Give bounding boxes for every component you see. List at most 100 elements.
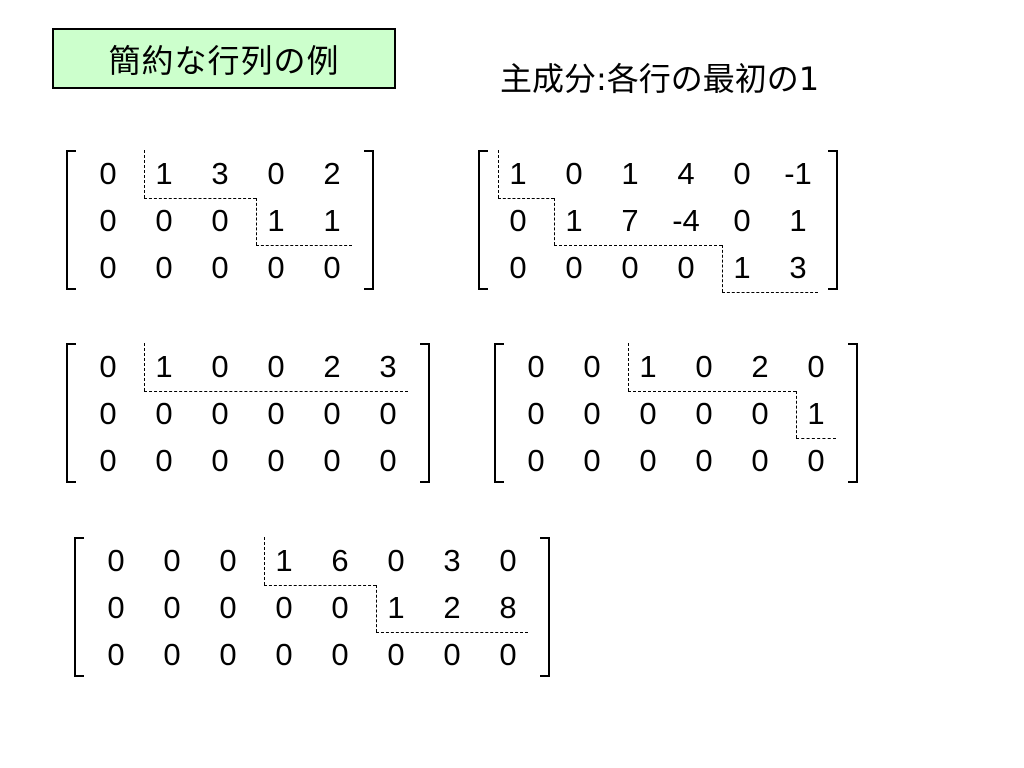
pivot-stair-horizontal bbox=[256, 245, 352, 246]
bracket-right bbox=[828, 150, 838, 290]
matrix-cell: 0 bbox=[219, 590, 237, 625]
matrix-cell: 0 bbox=[267, 443, 285, 478]
matrix-cell: 0 bbox=[443, 637, 461, 672]
matrix-cell: 0 bbox=[267, 156, 285, 191]
matrix-cell: 0 bbox=[387, 543, 405, 578]
matrix-cell: 1 bbox=[733, 250, 751, 285]
bracket-right bbox=[848, 343, 858, 483]
pivot-stair-vertical bbox=[628, 343, 629, 391]
matrix-cell: 0 bbox=[99, 349, 117, 384]
matrix-cell: 7 bbox=[621, 203, 639, 238]
pivot-stair-vertical bbox=[264, 537, 265, 585]
matrix-cell: -4 bbox=[672, 203, 700, 238]
matrix-cell: 0 bbox=[267, 250, 285, 285]
matrix-cell: 0 bbox=[379, 396, 397, 431]
matrix-cell: 2 bbox=[751, 349, 769, 384]
matrix-cell: 1 bbox=[789, 203, 807, 238]
matrix-cell: 0 bbox=[211, 443, 229, 478]
matrix-cell: 0 bbox=[163, 543, 181, 578]
matrix-cell: 0 bbox=[639, 396, 657, 431]
matrix-cell: 1 bbox=[155, 349, 173, 384]
matrix-cell: 3 bbox=[789, 250, 807, 285]
matrix-cell: 0 bbox=[267, 396, 285, 431]
matrix-cell: 0 bbox=[751, 443, 769, 478]
matrix-cell: 0 bbox=[807, 443, 825, 478]
pivot-stair-horizontal bbox=[498, 198, 554, 199]
matrix-1: 0 1 3 0 2 0 0 0 1 1 0 0 0 0 0 bbox=[66, 150, 374, 290]
matrix-cell: 0 bbox=[639, 443, 657, 478]
matrix-cell: 0 bbox=[733, 203, 751, 238]
matrix-cell: 1 bbox=[323, 203, 341, 238]
matrix-cell: 0 bbox=[583, 349, 601, 384]
pivot-stair-vertical bbox=[554, 198, 555, 245]
matrix-cell: 0 bbox=[331, 637, 349, 672]
matrix-cell: 3 bbox=[443, 543, 461, 578]
matrix-cell: 0 bbox=[733, 156, 751, 191]
matrix-cell: 1 bbox=[621, 156, 639, 191]
matrix-cell: 0 bbox=[509, 250, 527, 285]
matrix-cell: 0 bbox=[275, 637, 293, 672]
matrix-cell: 1 bbox=[155, 156, 173, 191]
matrix-cell: 0 bbox=[323, 443, 341, 478]
matrix-cell: 3 bbox=[211, 156, 229, 191]
bracket-left bbox=[478, 150, 488, 290]
bracket-left bbox=[74, 537, 84, 677]
matrix-cell: 0 bbox=[387, 637, 405, 672]
matrix-cell: 0 bbox=[267, 349, 285, 384]
matrix-cell: 0 bbox=[677, 250, 695, 285]
matrix-cell: 0 bbox=[695, 443, 713, 478]
matrix-cell: 0 bbox=[219, 637, 237, 672]
matrix-cell: 2 bbox=[323, 349, 341, 384]
matrix-cell: 1 bbox=[509, 156, 527, 191]
matrix-cell: 1 bbox=[275, 543, 293, 578]
bracket-right bbox=[364, 150, 374, 290]
pivot-stair-vertical bbox=[376, 585, 377, 632]
bracket-right bbox=[540, 537, 550, 677]
matrix-cell: 2 bbox=[323, 156, 341, 191]
matrix-cell: 0 bbox=[751, 396, 769, 431]
matrix-cell: 1 bbox=[267, 203, 285, 238]
matrix-cell: 0 bbox=[155, 396, 173, 431]
matrix-cell: 0 bbox=[99, 250, 117, 285]
page-title: 簡約な行列の例 bbox=[52, 28, 396, 89]
matrix-cell: 0 bbox=[323, 396, 341, 431]
matrix-cell: 0 bbox=[509, 203, 527, 238]
pivot-stair-horizontal bbox=[144, 391, 408, 392]
pivot-stair-vertical bbox=[256, 198, 257, 245]
matrix-cell: 0 bbox=[499, 637, 517, 672]
matrix-cell: 0 bbox=[107, 590, 125, 625]
matrix-cell: 0 bbox=[323, 250, 341, 285]
pivot-stair-horizontal bbox=[264, 585, 376, 586]
matrix-cell: 0 bbox=[527, 443, 545, 478]
matrix-cell: 0 bbox=[211, 250, 229, 285]
matrix-cell: 0 bbox=[565, 156, 583, 191]
pivot-stair-horizontal bbox=[144, 198, 256, 199]
matrix-cell: 0 bbox=[163, 637, 181, 672]
matrix-cell: 0 bbox=[99, 203, 117, 238]
matrix-cell: 0 bbox=[583, 396, 601, 431]
matrix-cell: 0 bbox=[99, 156, 117, 191]
matrix-cell: 0 bbox=[807, 349, 825, 384]
matrix-cell: 0 bbox=[211, 349, 229, 384]
matrix-cell: 0 bbox=[499, 543, 517, 578]
pivot-stair-horizontal bbox=[554, 245, 722, 246]
matrix-cell: 8 bbox=[499, 590, 517, 625]
matrix-cell: 1 bbox=[807, 396, 825, 431]
pivot-stair-vertical bbox=[498, 150, 499, 198]
matrix-cell: 0 bbox=[155, 203, 173, 238]
matrix-cell: 1 bbox=[565, 203, 583, 238]
matrix-cell: 0 bbox=[211, 203, 229, 238]
pivot-stair-horizontal bbox=[722, 292, 818, 293]
pivot-stair-vertical bbox=[144, 150, 145, 198]
matrix-cell: 0 bbox=[155, 443, 173, 478]
matrix-cell: 0 bbox=[155, 250, 173, 285]
matrix-cell: 0 bbox=[219, 543, 237, 578]
pivot-stair-vertical bbox=[796, 391, 797, 438]
matrix-cell: 0 bbox=[695, 396, 713, 431]
pivot-stair-horizontal bbox=[796, 438, 836, 439]
pivot-stair-vertical bbox=[722, 245, 723, 292]
matrix-cell: 3 bbox=[379, 349, 397, 384]
bracket-left bbox=[66, 150, 76, 290]
